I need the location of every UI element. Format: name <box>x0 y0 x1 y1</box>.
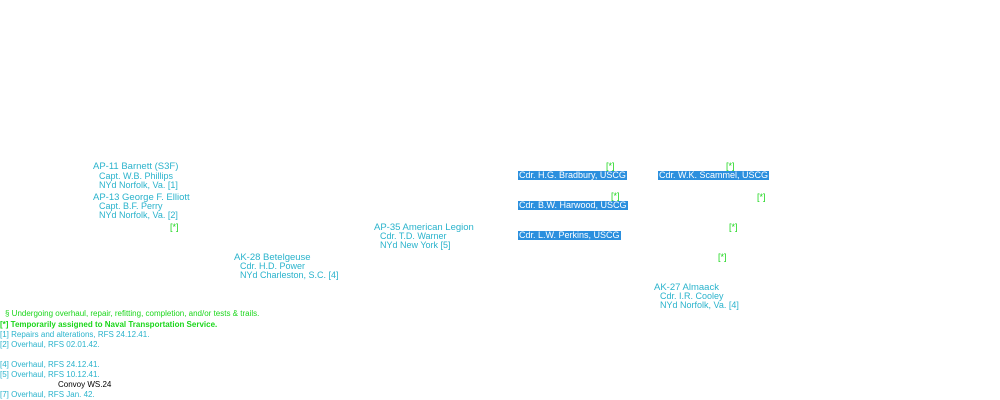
commander-scammel-selected[interactable]: Cdr. W.K. Scammel, USCG <box>658 170 770 180</box>
location-almaack: NYd Norfolk, Va. [4] <box>660 300 739 310</box>
legend-overhaul-note: § Undergoing overhaul, repair, refitting… <box>5 309 260 318</box>
commander-betelgeuse: Cdr. H.D. Power <box>240 261 306 271</box>
nts-mark-3: [*] <box>726 161 735 171</box>
footnote-5: [5] Overhaul, RFS 10.12.41. <box>0 370 100 379</box>
location-american-legion: NYd New York [5] <box>380 240 451 250</box>
ship-name-betelgeuse: AK-28 Betelgeuse <box>234 252 311 263</box>
nts-mark-6: [*] <box>718 252 727 262</box>
ship-name-elliott: AP-13 George F. Elliott <box>93 192 190 203</box>
convoy-label: Convoy WS.24 <box>58 380 112 389</box>
footnote-1: [1] Repairs and alterations, RFS 24.12.4… <box>0 330 150 339</box>
commander-perkins-selected[interactable]: Cdr. L.W. Perkins, USCG <box>518 230 621 240</box>
commander-american-legion: Cdr. T.D. Warner <box>380 231 447 241</box>
footnote-4: [4] Overhaul, RFS 24.12.41. <box>0 360 100 369</box>
commander-bradbury-selected[interactable]: Cdr. H.G. Bradbury, USCG <box>518 170 627 180</box>
legend-nts-note: [*] Temporarily assigned to Naval Transp… <box>0 320 218 329</box>
location-elliott: NYd Norfolk, Va. [2] <box>99 210 178 220</box>
nts-mark-2: [*] <box>611 191 620 201</box>
footnote-7: [7] Overhaul, RFS Jan. 42. <box>0 390 95 399</box>
location-barnett: NYd Norfolk, Va. [1] <box>99 180 178 190</box>
commander-almaack: Cdr. I.R. Cooley <box>660 291 724 301</box>
nts-mark-1: [*] <box>606 161 615 171</box>
location-betelgeuse: NYd Charleston, S.C. [4] <box>240 270 339 280</box>
nts-mark-4: [*] <box>757 192 766 202</box>
nts-mark-elliott: [*] <box>170 222 179 232</box>
ship-name-barnett: AP-11 Barnett (S3F) <box>93 161 179 172</box>
commander-harwood-selected[interactable]: Cdr. B.W. Harwood, USCG <box>518 200 628 210</box>
ship-name-almaack: AK-27 Almaack <box>654 282 719 293</box>
ship-name-american-legion: AP-35 American Legion <box>374 222 474 233</box>
footnote-2: [2] Overhaul, RFS 02.01.42. <box>0 340 100 349</box>
commander-barnett: Capt. W.B. Phillips <box>99 171 174 181</box>
nts-mark-5: [*] <box>729 222 738 232</box>
commander-elliott: Capt. B.F. Perry <box>99 201 163 211</box>
